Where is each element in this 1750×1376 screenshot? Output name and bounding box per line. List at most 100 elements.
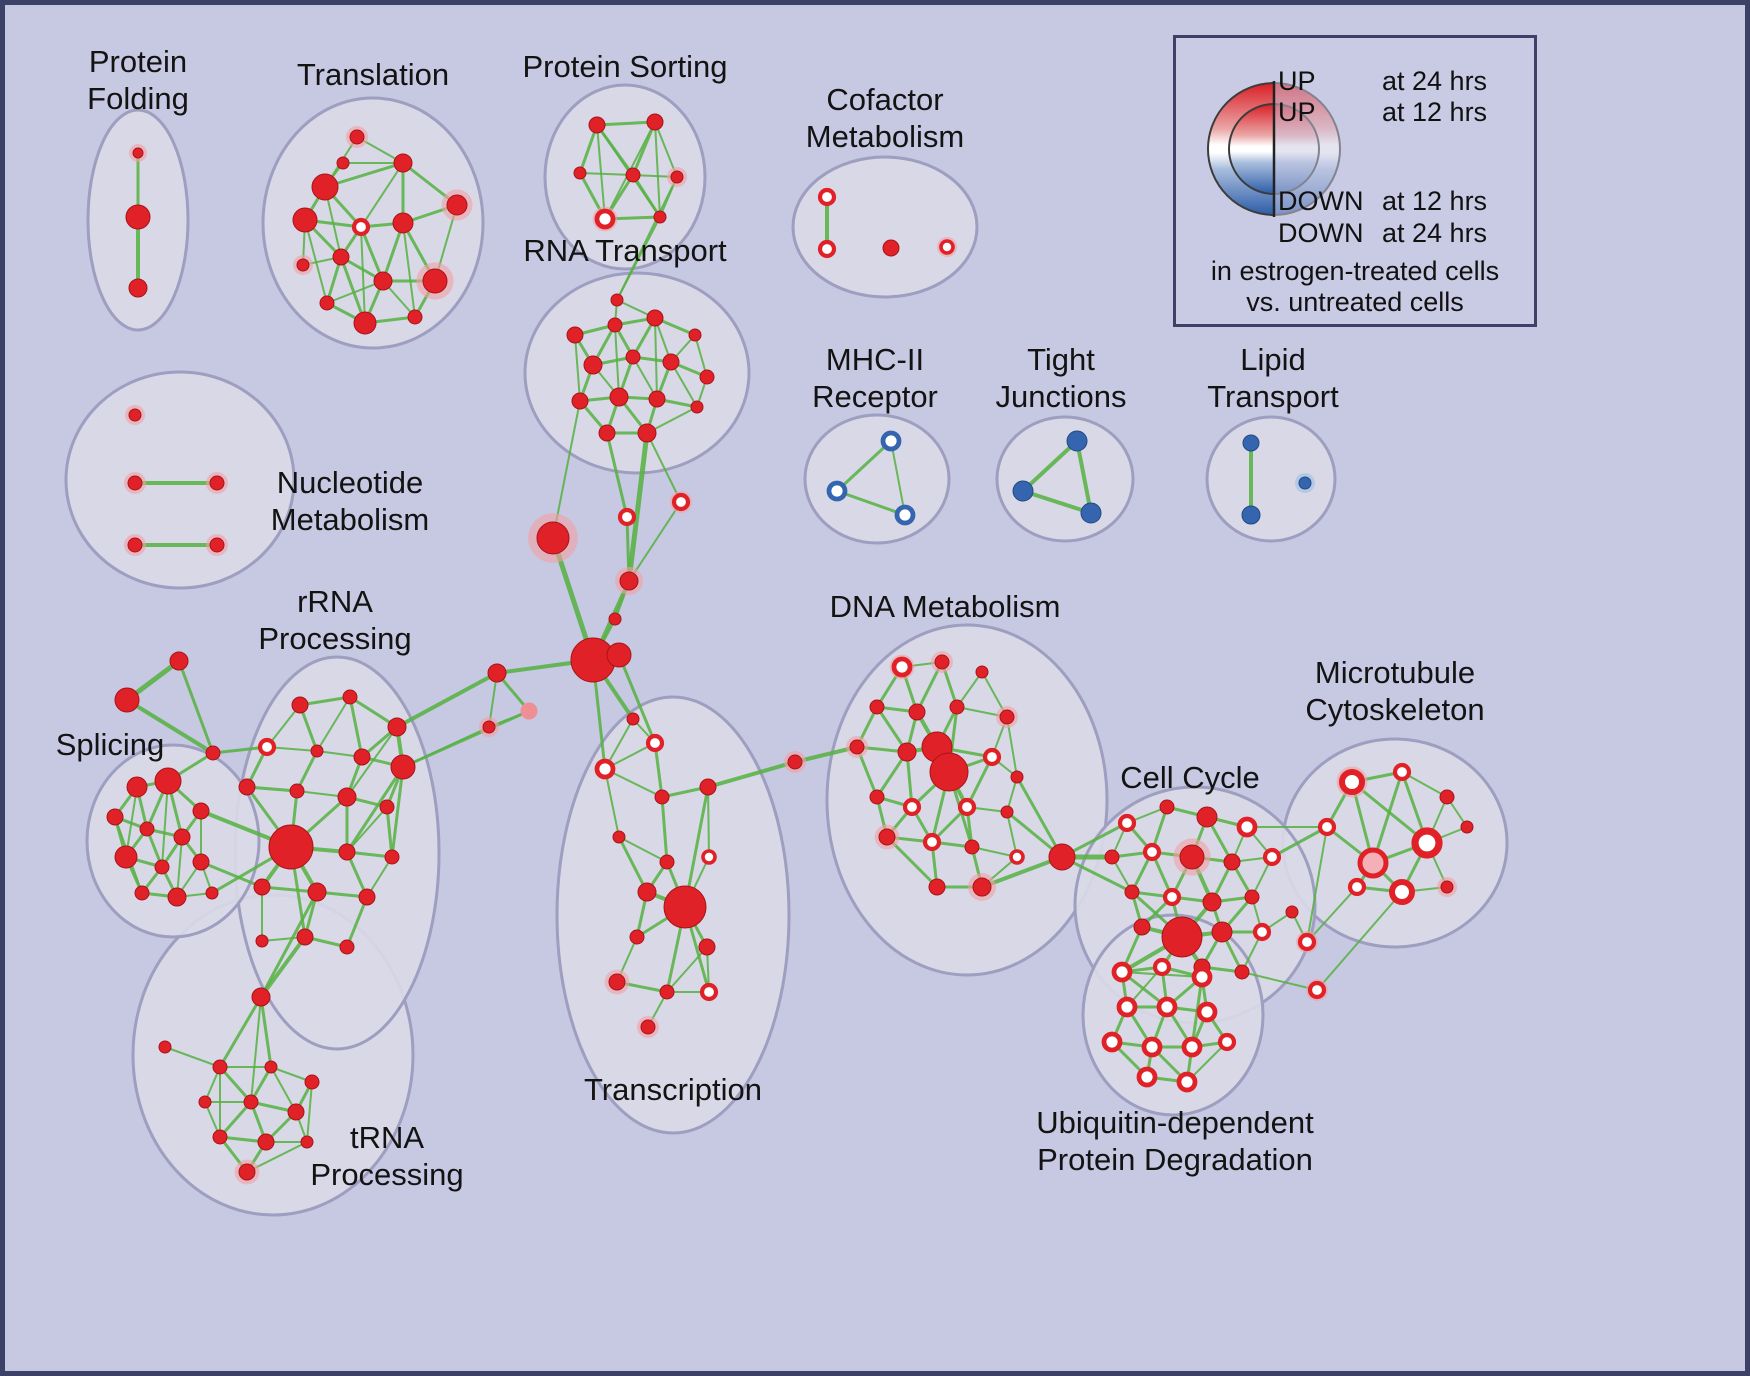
node-rr [1347,877,1367,897]
node-rh [1440,880,1454,894]
node-rr [1181,1036,1203,1058]
edge [618,836,668,863]
node-r [373,271,393,291]
cluster-label-protein-sorting: Protein Sorting [522,49,727,84]
node-r [1010,770,1024,784]
edge [304,219,328,304]
node-r [358,888,376,906]
node-r [114,687,140,713]
node-rr [617,507,637,527]
edge [259,890,319,999]
node-rh [127,475,143,491]
node-r [588,116,606,134]
node-r [332,248,350,266]
node-r [353,311,377,335]
node-r [662,353,680,371]
edge [617,653,657,745]
edge [605,431,629,519]
node-r [192,853,210,871]
edge [259,995,273,1069]
legend-keyword: DOWN [1278,186,1364,216]
node-r [106,808,124,826]
node-rrh [891,656,913,678]
node-rh [128,408,142,422]
cluster-ellipse-nucleotide-metabolism [64,370,296,590]
node-rr [1176,1071,1198,1093]
node-r [300,1135,314,1149]
cluster-label-translation: Translation [297,57,449,92]
node-r [1048,843,1076,871]
node-r [1000,805,1014,819]
node-r [1244,889,1260,905]
node-r [126,776,148,798]
node-b [1080,502,1102,524]
node-r [296,928,314,946]
node-rrh [1297,932,1317,952]
node-rr [1392,762,1412,782]
edge [199,860,264,889]
edge [218,1100,253,1139]
cluster-ellipse-mhc-ii-receptor [803,413,951,545]
node-r [609,387,629,407]
node-rr [902,797,922,817]
node-r [390,754,416,780]
node-r [353,748,371,766]
legend-row-up-24hr: UP at 24 hrs [1278,66,1487,97]
node-r [134,885,150,901]
node-r [663,885,707,929]
node-rh [482,720,496,734]
node-rh [972,877,992,897]
node-r [929,752,969,792]
node-rr [1101,1031,1123,1053]
node-r [336,156,350,170]
edge [579,172,634,176]
cluster-ellipse-protein-sorting [543,83,707,271]
node-rr [1217,1032,1237,1052]
cluster-ellipse-cofactor-metabolism [791,155,979,299]
node-r [571,392,589,410]
node-rr [817,239,837,259]
legend-footer-line1: in estrogen-treated cells [1210,256,1500,286]
edge [402,222,416,318]
node-rh [619,571,639,591]
node-rr [594,758,616,780]
node-rr [699,982,719,1002]
node-r [964,839,980,855]
edge [654,121,661,218]
edge [595,120,657,127]
node-r [158,1040,172,1054]
node-rh [422,268,448,294]
edge [617,835,649,894]
edge [1021,439,1079,493]
node-r [1133,918,1151,936]
node-r [169,651,189,671]
node-bh [1298,476,1312,490]
node-r [212,1059,228,1075]
edge [259,935,307,999]
node-r [128,278,148,298]
node-r [659,984,675,1000]
legend-time: at 12 hrs [1382,186,1488,216]
node-rr [1152,957,1172,977]
node-r [379,799,395,815]
cluster-label-splicing: Splicing [56,727,165,762]
node-r [114,845,138,869]
node-r [487,663,507,683]
node-rr [1236,816,1258,838]
edge [395,671,499,729]
edge [346,726,398,798]
node-r [292,207,318,233]
node-r [268,824,314,870]
node-r [612,830,626,844]
node-r [897,742,917,762]
cluster-ellipse-tight-junctions [995,415,1135,543]
node-rr [1136,1066,1158,1088]
edge [218,1065,253,1104]
node-rr [1009,849,1025,865]
node-r [192,802,210,820]
node-rr [351,217,371,237]
